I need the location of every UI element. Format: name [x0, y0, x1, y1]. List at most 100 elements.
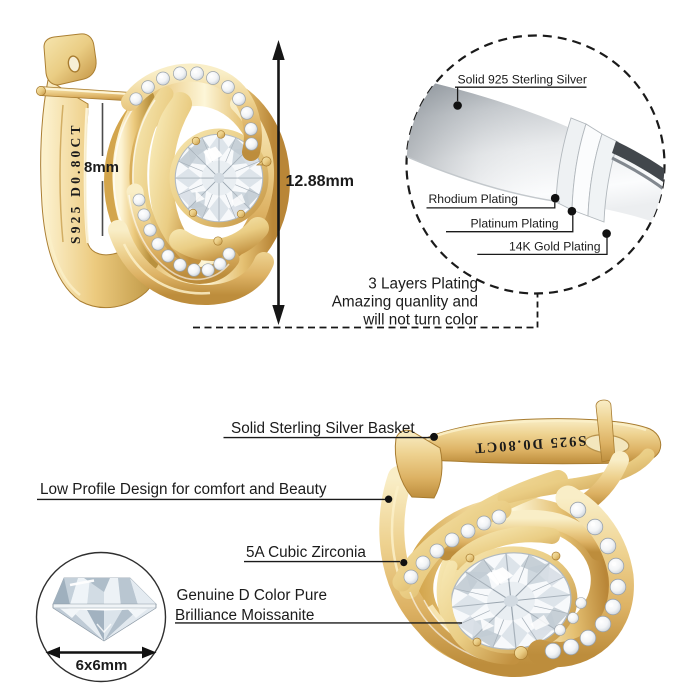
stone-facet	[53, 578, 70, 605]
stone-glint	[591, 522, 595, 526]
plating-detail-view: Solid 925 Sterling Silver Rhodium Platin…	[405, 34, 666, 295]
pave-stone	[187, 263, 201, 277]
loose-stone-illustration-detail	[52, 604, 157, 608]
pave-stone	[554, 624, 566, 636]
label-sterling-silver: Solid 925 Sterling Silver	[458, 73, 587, 87]
prong	[551, 551, 561, 561]
prong	[514, 646, 528, 660]
earring-photo-front-detail	[83, 107, 90, 244]
caption-line-1: 3 Layers Plating	[368, 276, 478, 293]
dimension-12-88mm: 12.88mm	[272, 40, 354, 325]
pave-stone	[429, 543, 445, 559]
separator-bottom-pave	[128, 194, 230, 281]
side-hook-return	[497, 448, 655, 505]
stone-glint	[584, 633, 588, 637]
plating-labels: Solid 925 Sterling Silver Rhodium Platin…	[426, 73, 611, 256]
pave-stone	[141, 80, 155, 94]
gem-prongs-front	[188, 130, 272, 246]
label-leader	[455, 86, 587, 101]
engraving-front: S925 D0.80CT	[68, 122, 83, 244]
pave-stone	[476, 515, 492, 531]
label-platinum: Platinum Plating	[471, 217, 559, 231]
prong	[465, 553, 475, 563]
earring-photo-front: S925 D0.80CT	[36, 33, 290, 309]
pave-stones-top	[129, 66, 259, 151]
stone-facet	[128, 608, 148, 618]
pave-stone	[137, 208, 151, 222]
earring-photo-front-detail	[42, 85, 81, 296]
callout-moissanite-label-1: Genuine D Color Pure	[177, 587, 328, 604]
label-14k-gold: 14K Gold Plating	[509, 239, 600, 253]
stone-glint	[464, 526, 468, 530]
knot-band-left-mid	[112, 89, 159, 271]
stone-facet	[118, 578, 138, 606]
prong	[472, 637, 482, 647]
label-leader	[550, 193, 560, 203]
callout-moissanite: Genuine D Color Pure Brilliance Moissani…	[175, 587, 462, 624]
pave-stone	[599, 537, 617, 555]
dimension-mark	[45, 646, 60, 659]
callout-low-profile-label: Low Profile Design for comfort and Beaut…	[40, 481, 327, 498]
stone-facet	[70, 609, 104, 641]
stone-glint	[612, 562, 616, 566]
side-post	[595, 399, 616, 463]
label-leader	[602, 229, 611, 238]
label-leader	[446, 215, 574, 233]
stone-glint	[419, 558, 423, 562]
pave-stone	[607, 557, 625, 575]
prong	[213, 236, 223, 246]
pave-stone	[460, 523, 476, 539]
callout-low-profile: Low Profile Design for comfort and Beaut…	[37, 481, 393, 503]
pave-stone	[575, 597, 587, 609]
callout-basket-label: Solid Sterling Silver Basket	[231, 420, 415, 437]
callout-basket: Solid Sterling Silver Basket	[223, 420, 438, 441]
pave-stone	[222, 247, 236, 261]
pave-stone	[444, 532, 460, 548]
side-hook-band	[403, 418, 662, 465]
callout-leader	[430, 432, 438, 441]
pave-stone	[129, 92, 143, 106]
dimension-12-88mm-label: 12.88mm	[286, 173, 355, 190]
stone-facet	[104, 578, 121, 606]
stone-glint	[216, 260, 220, 264]
pave-stones-crescent	[544, 501, 627, 660]
pave-stone	[562, 638, 580, 656]
basket-under-gem-front	[169, 217, 269, 262]
pave-stone	[201, 263, 215, 277]
stone-glints-crescent	[584, 522, 616, 637]
pave-stone	[143, 223, 157, 237]
gem-rim-side	[440, 560, 520, 665]
callout-zirconia-label: 5A Cubic Zirconia	[246, 544, 366, 561]
dimension-6x6mm: 6x6mm	[45, 646, 157, 674]
dimension-8mm-label: 8mm	[84, 159, 119, 176]
loose-stone-illustration-detail	[96, 623, 112, 634]
label-rhodium: Rhodium Plating	[429, 192, 518, 206]
pave-stone	[213, 257, 227, 271]
band-separator	[409, 591, 481, 659]
gem-prongs-side	[465, 551, 561, 660]
pave-stone	[579, 629, 597, 647]
pave-stone	[544, 642, 562, 660]
hoop-cross-section	[406, 76, 665, 230]
prong	[191, 136, 201, 146]
pave-stone	[594, 615, 612, 633]
label-leader	[453, 101, 462, 110]
pave-stone	[232, 92, 246, 106]
side-head-face	[394, 429, 443, 499]
loose-stone-illustration-detail	[52, 607, 157, 642]
pave-stone	[240, 106, 254, 120]
prong	[188, 208, 198, 218]
pave-stones-bottom	[132, 193, 236, 277]
stone-glint	[159, 74, 163, 79]
pave-stone	[156, 71, 170, 86]
engraving-side: S925 D0.80CT	[473, 432, 587, 456]
earring-photo-side: S925 D0.80CT	[379, 399, 662, 678]
basket-over-gem-side	[450, 526, 560, 570]
pave-stone	[586, 518, 604, 536]
stone-facet	[130, 578, 156, 605]
stone-facet	[52, 603, 157, 609]
stone-glint	[247, 125, 251, 129]
stone-facet	[60, 608, 80, 618]
